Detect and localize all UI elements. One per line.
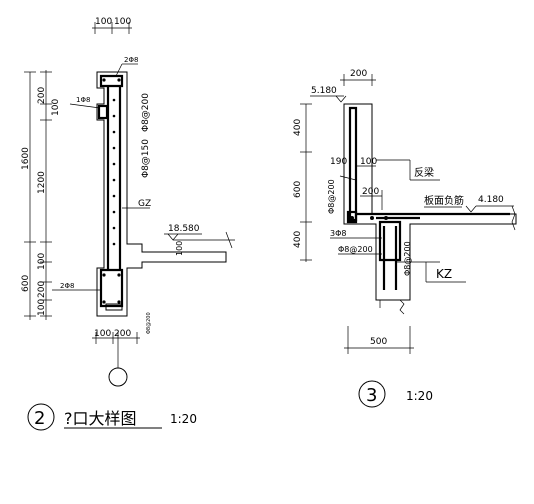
detail-2-scale: 1:20 (170, 412, 197, 426)
rebar-stirrup: Φ8@200 (338, 245, 373, 254)
dim-200-lower: 200 (37, 281, 47, 298)
dim-600-lower: 600 (21, 275, 31, 292)
elevation-5180: 5.180 (311, 86, 337, 96)
detail-3-scale: 1:20 (406, 389, 433, 403)
rebar-top-left-label: 1Φ8 (76, 96, 90, 104)
elevation-18580: 18.580 (168, 224, 200, 234)
rebar-vert-label: Φ8@200 (327, 179, 336, 214)
slab-dim-100: 100 (175, 241, 184, 256)
detail-2-number: 2 (34, 408, 45, 429)
rebar-col-label: Φ8@200 (403, 241, 412, 276)
detail-3-number: 3 (366, 385, 377, 406)
dim-600: 600 (293, 181, 303, 198)
rebar-3phi8: 3Φ8 (330, 229, 346, 238)
dim-1200: 1200 (37, 171, 47, 194)
bottom-note: Φ8@200 (146, 312, 152, 334)
dim-500: 500 (370, 337, 387, 347)
dim-bottom-2: 200 (114, 329, 131, 339)
detail-2-title: ?口大样图 (64, 409, 137, 428)
dim-1600: 1600 (21, 147, 31, 170)
rebar-top-label: 2Φ8 (124, 56, 138, 64)
rebar-bottom-label: 2Φ8 (60, 282, 74, 290)
dim-bottom-1: 100 (94, 329, 111, 339)
rebar-vertical-1: Φ8@200 (141, 93, 151, 132)
detail-3: 200 5.180 400 600 400 190 (293, 69, 517, 408)
wall-label-gz: GZ (138, 199, 151, 209)
dim-400-bottom: 400 (293, 231, 303, 248)
detail-2: 100 100 1600 200 100 1200 600 100 200 10… (21, 17, 235, 431)
label-kz: KZ (436, 267, 452, 281)
dim-100-lower-a: 100 (37, 253, 47, 270)
label-slab: 板面负筋 (424, 194, 464, 207)
dim-100-lower-b: 100 (37, 299, 47, 316)
dim-200: 200 (362, 187, 379, 197)
dim-top-2: 100 (114, 17, 131, 27)
elevation-4180: 4.180 (478, 195, 504, 205)
label-beam: 反梁 (414, 166, 434, 179)
rebar-dots (102, 78, 121, 304)
dim-100: 100 (360, 157, 377, 167)
rebar-vertical-2: Φ8@150 (141, 139, 151, 178)
dim-100-upper-a: 100 (51, 99, 61, 116)
dim-190: 190 (330, 157, 347, 167)
dim-400-top: 400 (293, 119, 303, 136)
dim-200-upper: 200 (37, 87, 47, 104)
dim-top-1: 100 (95, 17, 112, 27)
dim-top-200: 200 (350, 69, 367, 79)
